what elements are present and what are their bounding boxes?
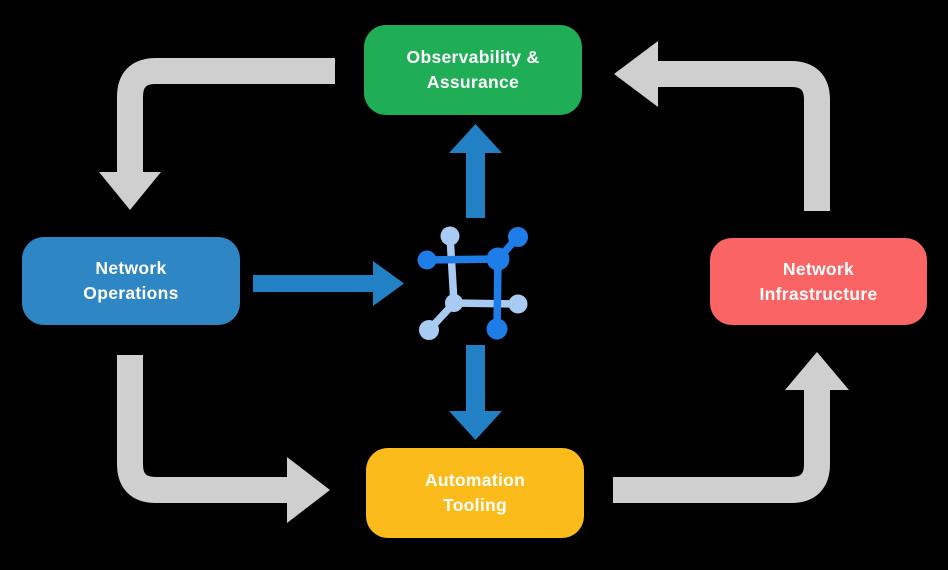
network-mesh-icon <box>417 226 528 340</box>
icon-line <box>450 299 522 308</box>
cycle-arrow-tooling-to-infrastructure <box>613 352 849 503</box>
node-label: Automation Tooling <box>424 470 526 515</box>
arrow-head <box>614 41 658 107</box>
node-network-infrastructure: Network Infrastructure <box>710 238 927 325</box>
icon-line <box>493 255 502 333</box>
flow-arrow-center-to-tooling <box>449 345 502 440</box>
network-mesh-icon-dark-part <box>417 227 528 340</box>
icon-node <box>445 294 463 312</box>
icon-node <box>419 320 439 340</box>
icon-node <box>417 250 437 270</box>
arrow-head <box>99 172 161 210</box>
icon-line <box>446 232 458 307</box>
arrow-head <box>287 457 330 523</box>
arrow-head <box>785 352 849 390</box>
icon-line <box>423 255 502 264</box>
icon-node <box>486 318 508 340</box>
icon-node <box>508 294 528 314</box>
arrow-shaft <box>657 61 830 211</box>
node-label: Observability & Assurance <box>406 47 540 92</box>
cycle-arrow-operations-to-tooling <box>117 355 330 523</box>
arrow-head <box>373 261 404 306</box>
flow-arrow-operations-to-center <box>253 261 404 306</box>
arrow-shaft <box>117 58 335 174</box>
arrow-head <box>449 124 502 153</box>
cycle-arrow-observability-to-operations <box>99 58 335 210</box>
icon-node <box>508 227 528 247</box>
arrow-head <box>449 411 502 440</box>
node-label: Network Infrastructure <box>759 258 878 304</box>
node-label: Network Operations <box>83 258 179 303</box>
node-observability-assurance: Observability & Assurance <box>364 25 582 115</box>
icon-node <box>440 226 460 246</box>
node-network-operations: Network Operations <box>22 237 240 325</box>
arrow-shaft <box>117 355 288 503</box>
node-automation-tooling: Automation Tooling <box>366 448 584 538</box>
flow-arrow-center-to-observability <box>449 124 502 218</box>
network-mesh-icon-light-part <box>419 226 528 340</box>
icon-node <box>486 247 510 271</box>
cycle-arrow-infrastructure-to-observability <box>614 41 830 211</box>
arrow-shaft <box>613 389 830 503</box>
